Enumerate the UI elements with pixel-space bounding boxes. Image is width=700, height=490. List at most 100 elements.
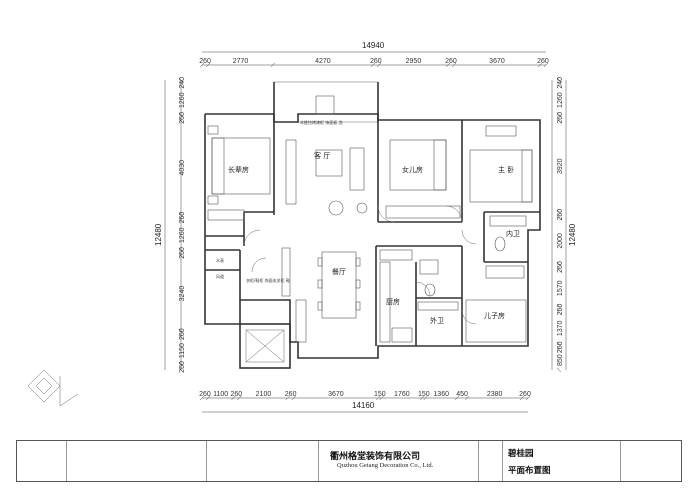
room-label-master-bath: 内卫	[506, 229, 520, 238]
dimension-label: 2000	[557, 233, 564, 249]
dimension-label: 240	[557, 77, 564, 89]
dimension-tick	[270, 62, 276, 68]
company-name-cn: 衢州格堂装饰有限公司	[330, 452, 421, 462]
dimension-tick	[285, 395, 290, 401]
room-label-guest-bath: 外卫	[430, 316, 444, 325]
dimension-label: 4030	[179, 160, 186, 176]
entry-note: 衣柜/鞋柜 饰面玄关柜 鞋	[246, 277, 290, 283]
dimension-tick	[423, 395, 428, 401]
company-name-en: Quzhou Getang Decoration Co., Ltd.	[337, 462, 434, 469]
dimension-tick	[556, 209, 562, 214]
dimension-tick	[519, 395, 525, 401]
right-total-dimension: 12480	[568, 223, 577, 246]
room-label-gas: 风道	[216, 273, 224, 279]
dimension-tick	[205, 395, 211, 401]
bottom-total-dimension: 14160	[352, 401, 375, 410]
dimension-label: 1100	[213, 391, 228, 398]
dimension-tick	[556, 310, 562, 315]
dimension-tick	[178, 218, 184, 223]
dimension-label: 1260	[557, 92, 564, 108]
drawing-name: 平面布置图	[508, 466, 551, 476]
dimension-label: 1360	[433, 391, 449, 398]
dimension-tick	[556, 261, 562, 267]
dimension-tick	[451, 62, 457, 68]
dimension-label: 1150	[179, 343, 186, 358]
room-labels: 长辈房 客 厅 女儿房 主 卧 内卫 餐厅 厨房 外卫 儿子房 水表 风道 木推…	[216, 119, 520, 325]
dimension-label: 450	[456, 391, 468, 398]
dimension-tick	[556, 304, 562, 309]
dimension-tick	[556, 118, 562, 123]
dimension-label: 2380	[487, 391, 503, 398]
dimension-tick	[199, 395, 205, 401]
dimension-tick	[465, 395, 470, 401]
dimension-tick	[178, 112, 184, 118]
dimension-label: 260	[557, 112, 564, 124]
dimension-tick	[556, 348, 562, 353]
dimension-label: 1260	[179, 227, 186, 243]
room-label-master: 主 卧	[498, 165, 514, 174]
dimension-tick	[178, 77, 184, 83]
dimension-tick	[199, 62, 205, 68]
dimension-tick	[205, 62, 211, 68]
room-label-daughter: 女儿房	[402, 165, 423, 174]
dimension-label: 260	[557, 304, 564, 316]
designer-logo-stamp	[27, 369, 79, 407]
dimension-tick	[556, 215, 562, 220]
dimension-tick	[525, 395, 531, 401]
dimension-label: 1760	[394, 391, 410, 398]
dimension-tick	[556, 77, 562, 83]
dimension-label: 260	[537, 58, 549, 65]
dimension-label: 1570	[557, 280, 564, 296]
dimension-label: 1260	[179, 92, 186, 108]
dimension-label: 3670	[328, 391, 344, 398]
dimension-tick	[178, 247, 184, 253]
dimension-tick	[556, 367, 562, 373]
dimension-label: 2100	[256, 391, 272, 398]
dimension-label: 260	[285, 391, 297, 398]
dimension-label: 260	[230, 391, 242, 398]
dimension-tick	[291, 395, 296, 401]
room-label-son: 儿子房	[484, 311, 505, 320]
dimension-label: 260	[519, 391, 531, 398]
left-total-dimension: 12480	[154, 223, 163, 246]
room-label-kitchen: 厨房	[386, 297, 400, 306]
room-label-dining: 餐厅	[332, 267, 346, 276]
right-dimension-chain: 12480 2401260260392026020002601570260137…	[551, 77, 577, 373]
dimension-label: 4270	[315, 58, 331, 65]
dimension-label: 260	[557, 341, 564, 353]
project-name: 碧桂园	[508, 449, 534, 459]
dimension-tick	[231, 395, 236, 401]
dimension-label: 240	[179, 77, 186, 89]
dimension-tick	[375, 395, 381, 401]
dimension-tick	[556, 83, 562, 88]
left-dimension-chain: 12480 2401260260403026012602603240260115…	[154, 77, 186, 373]
dimension-label: 260	[179, 212, 186, 224]
dimension-tick	[178, 253, 184, 259]
room-label-living: 客 厅	[314, 151, 330, 160]
dimension-label: 260	[179, 112, 186, 124]
furniture	[207, 95, 533, 343]
dimension-label: 260	[370, 58, 382, 65]
exterior-walls	[204, 81, 541, 359]
dimension-label: 260	[445, 58, 457, 65]
top-total-dimension: 14940	[362, 41, 385, 50]
dimension-label: 3670	[489, 58, 505, 65]
dimension-tick	[556, 342, 562, 347]
dimension-tick	[556, 267, 562, 273]
dimension-tick	[370, 62, 376, 68]
dimension-tick	[376, 62, 382, 68]
dimension-tick	[178, 361, 184, 367]
dimension-label: 2950	[406, 58, 422, 65]
dimension-label: 260	[179, 328, 186, 340]
doors	[243, 205, 477, 325]
dimension-label: 3240	[179, 286, 186, 302]
dimension-tick	[419, 395, 425, 401]
dimension-label: 260	[199, 391, 211, 398]
dimension-tick	[537, 62, 543, 68]
dimension-label: 260	[557, 261, 564, 273]
dimension-tick	[178, 329, 184, 334]
dimension-label: 2770	[233, 58, 249, 65]
dimension-tick	[556, 112, 562, 117]
